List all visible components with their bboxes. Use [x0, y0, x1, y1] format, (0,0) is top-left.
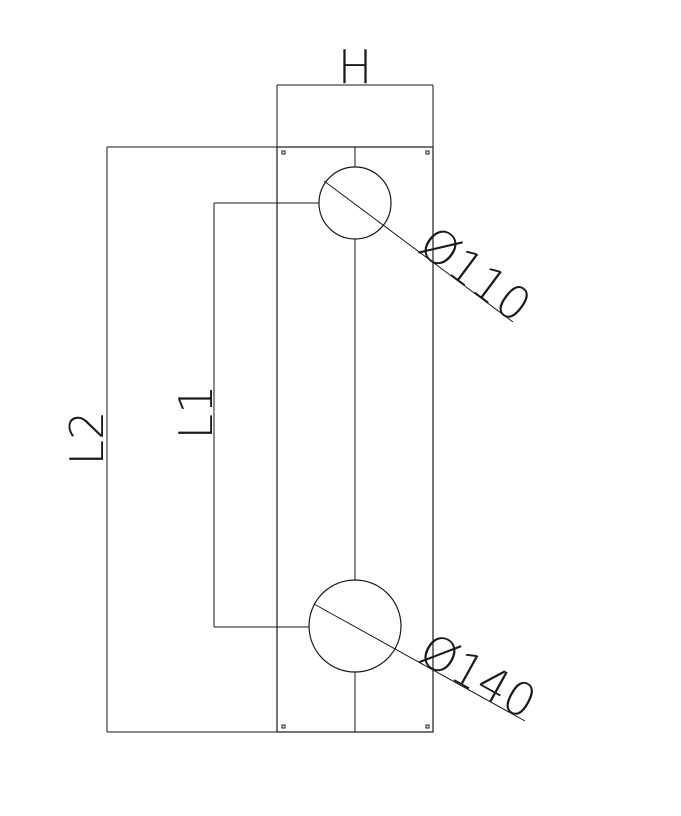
corner-hole-top-left [281, 150, 286, 155]
corner-hole-bottom-right [425, 724, 430, 729]
center-distance-label: L1 [169, 385, 223, 440]
top-diameter-label: Ø110 [409, 216, 541, 333]
width-label: H [338, 40, 373, 94]
top-hole [318, 166, 392, 240]
overall-length-dimension: L2 [60, 146, 277, 733]
bottom-hole [308, 579, 402, 673]
center-distance-dimension: L1 [169, 202, 319, 628]
corner-hole-bottom-left [281, 724, 286, 729]
bottom-diameter-label: Ø140 [411, 622, 546, 729]
overall-length-label: L2 [60, 411, 114, 466]
width-dimension: H [276, 40, 434, 147]
corner-hole-top-right [425, 150, 430, 155]
